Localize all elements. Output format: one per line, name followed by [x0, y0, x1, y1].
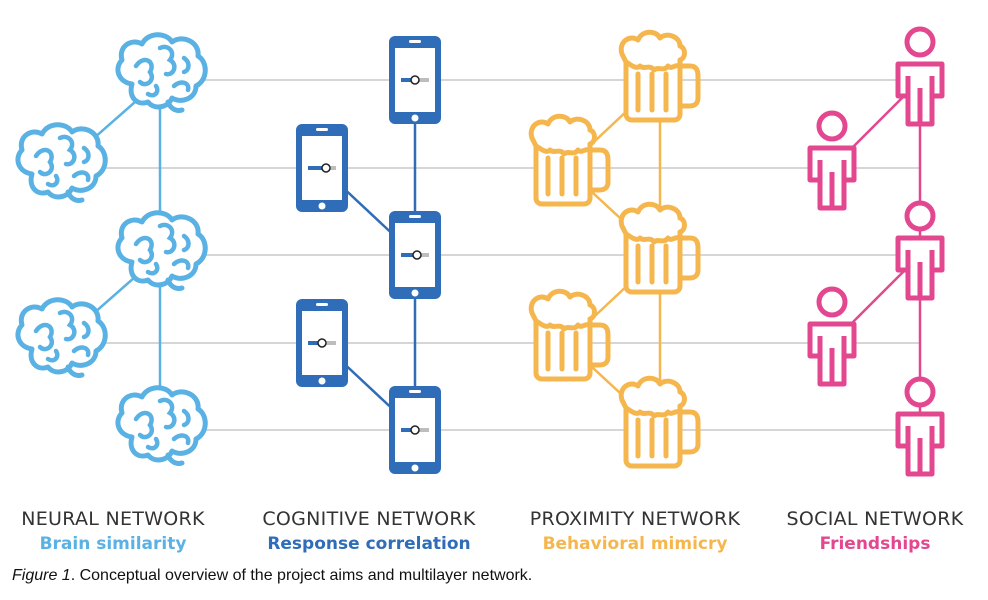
cognitive-network-title: COGNITIVE NETWORK [262, 508, 476, 530]
beer-mug-icon [531, 291, 608, 379]
neural-network-subtitle: Brain similarity [39, 534, 187, 554]
proximity-network-title: PROXIMITY NETWORK [529, 508, 741, 530]
neural-nodes [18, 35, 205, 464]
phone-slider-icon [389, 211, 441, 299]
brain-icon [18, 300, 105, 376]
phone-slider-icon [296, 299, 348, 387]
brain-icon [118, 213, 205, 289]
social-nodes [810, 29, 942, 474]
proximity-nodes [531, 32, 698, 466]
figure-caption: Figure 1. Conceptual overview of the pro… [12, 567, 532, 585]
multilayer-network-diagram [0, 0, 988, 500]
person-icon [810, 113, 854, 208]
phone-slider-icon [296, 124, 348, 212]
social-network-title: SOCIAL NETWORK [786, 508, 964, 530]
brain-icon [18, 125, 105, 201]
interlayer-lines [60, 79, 920, 431]
beer-mug-icon [621, 378, 698, 466]
cognitive-nodes [296, 36, 441, 474]
person-icon [898, 379, 942, 474]
brain-icon [118, 388, 205, 464]
person-icon [898, 203, 942, 298]
brain-icon [118, 35, 205, 111]
neural-network-title: NEURAL NETWORK [21, 508, 205, 530]
social-network-subtitle: Friendships [819, 534, 931, 554]
person-icon [810, 289, 854, 384]
phone-slider-icon [389, 36, 441, 124]
person-icon [898, 29, 942, 124]
caption-text: . Conceptual overview of the project aim… [70, 567, 533, 584]
beer-mug-icon [621, 204, 698, 292]
beer-mug-icon [621, 32, 698, 120]
figure-number: Figure 1 [12, 567, 71, 584]
phone-slider-icon [389, 386, 441, 474]
beer-mug-icon [531, 116, 608, 204]
cognitive-network-subtitle: Response correlation [267, 534, 471, 554]
proximity-network-subtitle: Behavioral mimicry [542, 534, 728, 554]
